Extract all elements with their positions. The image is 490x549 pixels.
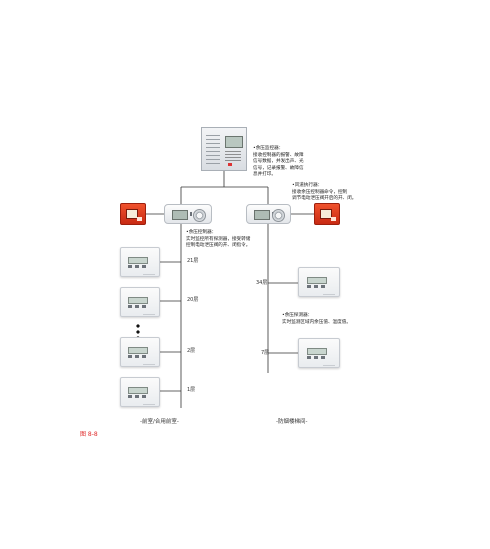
left-pressure-control-unit: [164, 204, 212, 224]
floor1-pressure-sensor: [120, 377, 160, 407]
sensor-display: [307, 348, 327, 355]
sensor-note: •余压探测器： 实时监测区域内余压值、温度值。: [282, 313, 351, 325]
extinguisher-button: [331, 217, 336, 221]
sensor-display: [128, 297, 148, 304]
floor-label-20: 20层: [187, 297, 199, 303]
cabinet-alarm-indicator: [228, 163, 232, 166]
figure-mark: 图 8-8: [80, 431, 98, 438]
control-unit-note: •余压控制器： 实时监控所有探测器，接受转储 控制电动泄压阀的开、闭指令。: [186, 230, 251, 249]
sensor-footer: [143, 274, 155, 275]
sensor-keys: [307, 285, 325, 288]
cabinet-keypad: [225, 149, 241, 161]
floor-label-2: 2层: [187, 348, 196, 354]
sensor-display: [128, 257, 148, 264]
sensor-keys: [128, 395, 146, 398]
right-fire-extinguisher-device: [314, 203, 340, 225]
sensor-footer: [143, 314, 155, 315]
floor2-pressure-sensor: [120, 337, 160, 367]
sensor-footer: [143, 404, 155, 405]
control-unit-display: [172, 210, 188, 220]
sensor-keys: [128, 305, 146, 308]
sensor-keys: [307, 356, 325, 359]
extinguisher-window: [126, 209, 138, 219]
ellipsis-dots: [136, 323, 140, 340]
sensor-footer: [323, 294, 335, 295]
zone-label-smoke-stairwell: -防烟楼梯间-: [276, 419, 308, 425]
floor20-pressure-sensor: [120, 287, 160, 317]
sensor-footer: [323, 365, 335, 366]
floor-label-1: 1层: [187, 387, 196, 393]
extinguisher-window: [320, 209, 332, 219]
floor34-pressure-sensor: [298, 267, 340, 297]
extinguisher-button: [137, 217, 142, 221]
floor21-pressure-sensor: [120, 247, 160, 277]
floor-label-7: 7层: [261, 350, 270, 356]
floor7-pressure-sensor: [298, 338, 340, 368]
sensor-keys: [128, 355, 146, 358]
right-pressure-control-unit: [246, 204, 291, 224]
main-controller-cabinet: [201, 127, 247, 171]
sensor-display: [128, 347, 148, 354]
floor-label-21: 21层: [187, 258, 199, 264]
control-unit-dial: [272, 209, 285, 222]
left-fire-extinguisher-device: [120, 203, 146, 225]
actuator-note: •风道执行器： 接收余压控制器命令，控制 调节电动泄压阀开启的开、闭。: [292, 183, 357, 202]
sensor-display: [128, 387, 148, 394]
control-unit-dial: [193, 209, 206, 222]
sensor-keys: [128, 265, 146, 268]
control-unit-display: [254, 210, 270, 220]
zone-label-front-room: -前室/合用前室-: [140, 419, 179, 425]
sensor-footer: [143, 364, 155, 365]
cabinet-display: [225, 136, 243, 148]
main-controller-note: •余压监控器： 接收控制器的报警、故障 信号数据，并发出声、光 信号，记录报警、…: [253, 146, 304, 178]
cabinet-indicator-strip: [206, 134, 220, 164]
sensor-display: [307, 277, 327, 284]
floor-label-34: 34层: [256, 280, 268, 286]
